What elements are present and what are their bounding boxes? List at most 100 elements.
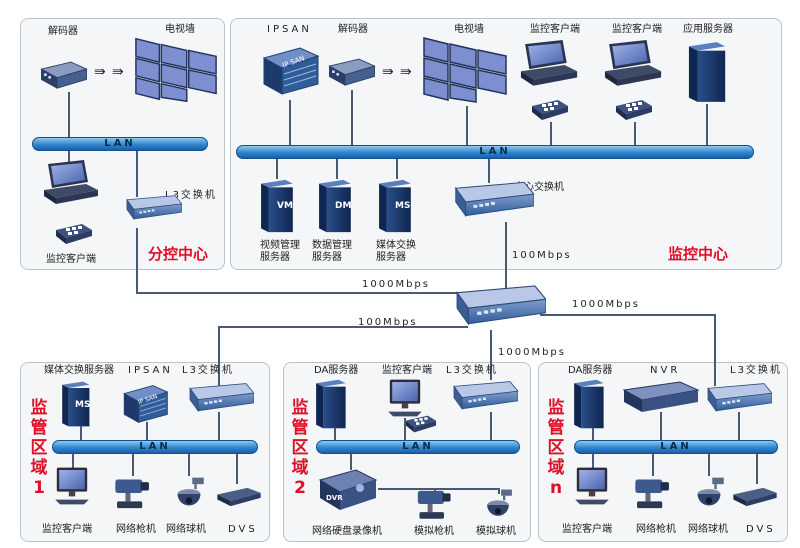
z1-ms-label: 媒体交换服务器 [44,365,114,376]
mc-drop-ms [396,159,398,179]
mc-client1-workstation[interactable] [516,40,580,92]
branch-switch-device[interactable] [120,192,182,224]
mc-drop-client1 [550,122,552,146]
z1-dvs-device[interactable] [214,484,264,510]
z1-client-monitor[interactable] [52,466,92,506]
zn-drop-dvs [756,454,758,484]
mc-arrow-icon: ⇛ [382,64,394,80]
zn-lan-bus: LAN [574,440,778,454]
mc-drop-vm [276,159,278,179]
speed-zone1-label: 100Mbps [358,317,418,328]
z1-gun-camera[interactable] [112,474,154,512]
mc-tvwall-device[interactable] [420,32,510,106]
z1-drop-dome [188,454,190,476]
zn-lan-label: LAN [660,441,692,452]
z2-drop-nvr [350,454,352,470]
mc-lan-bus: LAN [236,145,754,159]
z2-dvr-badge: DVR [326,494,343,502]
branch-client-link [68,151,70,165]
zn-drop-dome [708,454,710,476]
z1-title: 监管区域1 [30,398,48,498]
zone2-uplink-v [490,330,492,380]
z1-dvs-label: DVS [228,524,258,535]
zn-dome-camera[interactable] [690,476,728,512]
z1-switch-device[interactable] [182,380,254,416]
zn-drop-gun [652,454,654,476]
branch-client-keyboard[interactable] [54,222,94,246]
zn-dvs-label: DVS [746,524,776,535]
mc-drop-decoder [351,90,353,146]
speed-branch-label: 1000Mbps [362,279,430,290]
mc-client1-label: 监控客户端 [530,24,580,35]
mc-client2-workstation[interactable] [600,40,664,92]
z1-drop-client [72,454,74,468]
core-uplink-v [505,222,507,294]
z2-switch-label: L3交换机 [446,365,498,376]
zn-client-monitor[interactable] [572,466,612,506]
branch-client-workstation[interactable] [40,160,100,210]
branch-decoder-link [68,92,70,138]
mc-appserver-device[interactable] [684,40,728,104]
zn-da-label: DA服务器 [568,365,613,376]
z2-client-monitor[interactable] [384,378,426,418]
branch-client-label: 监控客户端 [46,254,96,265]
mc-vm-badge: VM [277,201,293,211]
zn-dome-label: 网络球机 [688,524,728,535]
z2-drop-switch [490,412,492,440]
z2-nvr-device[interactable] [316,466,380,514]
branch-arrow-icon: ⇛ [94,64,106,80]
mc-ms-label: 媒体交换服务器 [376,240,416,263]
z1-gun-label: 网络枪机 [116,524,156,535]
zn-da-server[interactable] [570,378,606,430]
z2-nvr-label: 网络硬盘录像机 [312,526,382,537]
branch-switch-label: L3交换机 [165,190,217,201]
mc-decoder-device[interactable] [326,56,378,90]
z2-client-label: 监控客户端 [382,365,432,376]
mc-decoder-label: 解码器 [338,24,368,35]
mc-drop-ipsan [289,100,291,146]
branch-tvwall-device[interactable] [132,34,220,104]
zn-drop-switch [738,412,740,440]
zonen-uplink-h [540,314,715,316]
mc-dm-label: 数据管理服务器 [312,240,352,263]
z2-drop-client [404,418,406,440]
z2-drop-da [334,428,336,440]
zn-title: 监管区域n [547,398,565,498]
speed-zonen-label: 1000Mbps [572,299,640,310]
zn-gun-camera[interactable] [632,474,674,512]
zn-client-label: 监控客户端 [562,524,612,535]
branch-lan-bus: LAN [32,137,208,151]
branch-tvwall-label: 电视墙 [165,24,195,35]
mc-appserver-label: 应用服务器 [683,24,733,35]
z2-analog-gun-camera[interactable] [414,486,456,522]
zonen-uplink-v [714,314,716,386]
z1-client-label: 监控客户端 [42,524,92,535]
z2-client-keyboard[interactable] [404,414,438,434]
z2-da-label: DA服务器 [314,365,359,376]
branch-center-title: 分控中心 [148,245,209,263]
mc-speed-label: 100Mbps [512,250,572,261]
z1-dome-camera[interactable] [170,476,208,512]
mc-client2-keyboard[interactable] [614,98,654,122]
branch-decoder-device[interactable] [38,60,90,92]
branch-uplink-h [136,292,476,294]
z2-lan-label: LAN [402,441,434,452]
branch-switch-uplink-v [136,228,138,294]
zn-drop-client [592,454,594,468]
z2-analog-dome-camera[interactable] [480,488,516,522]
mc-ipsan-device[interactable] [260,40,320,102]
backbone-switch-device[interactable] [446,280,546,332]
zn-switch-device[interactable] [700,380,772,416]
zn-nvr-device[interactable] [620,380,700,416]
mc-drop-dm [336,159,338,179]
z1-drop-dvs [236,454,238,484]
mc-drop-client2 [634,122,636,146]
branch-arrow2-icon: ⇛ [112,64,124,80]
zn-drop-nvr [660,412,662,440]
z2-da-server[interactable] [312,378,348,430]
mc-core-switch-device[interactable] [446,176,534,224]
mc-client1-keyboard[interactable] [530,98,570,122]
z2-switch-device[interactable] [446,378,518,414]
z2-analog-dome-drop [498,488,500,494]
zn-dvs-device[interactable] [730,484,780,510]
